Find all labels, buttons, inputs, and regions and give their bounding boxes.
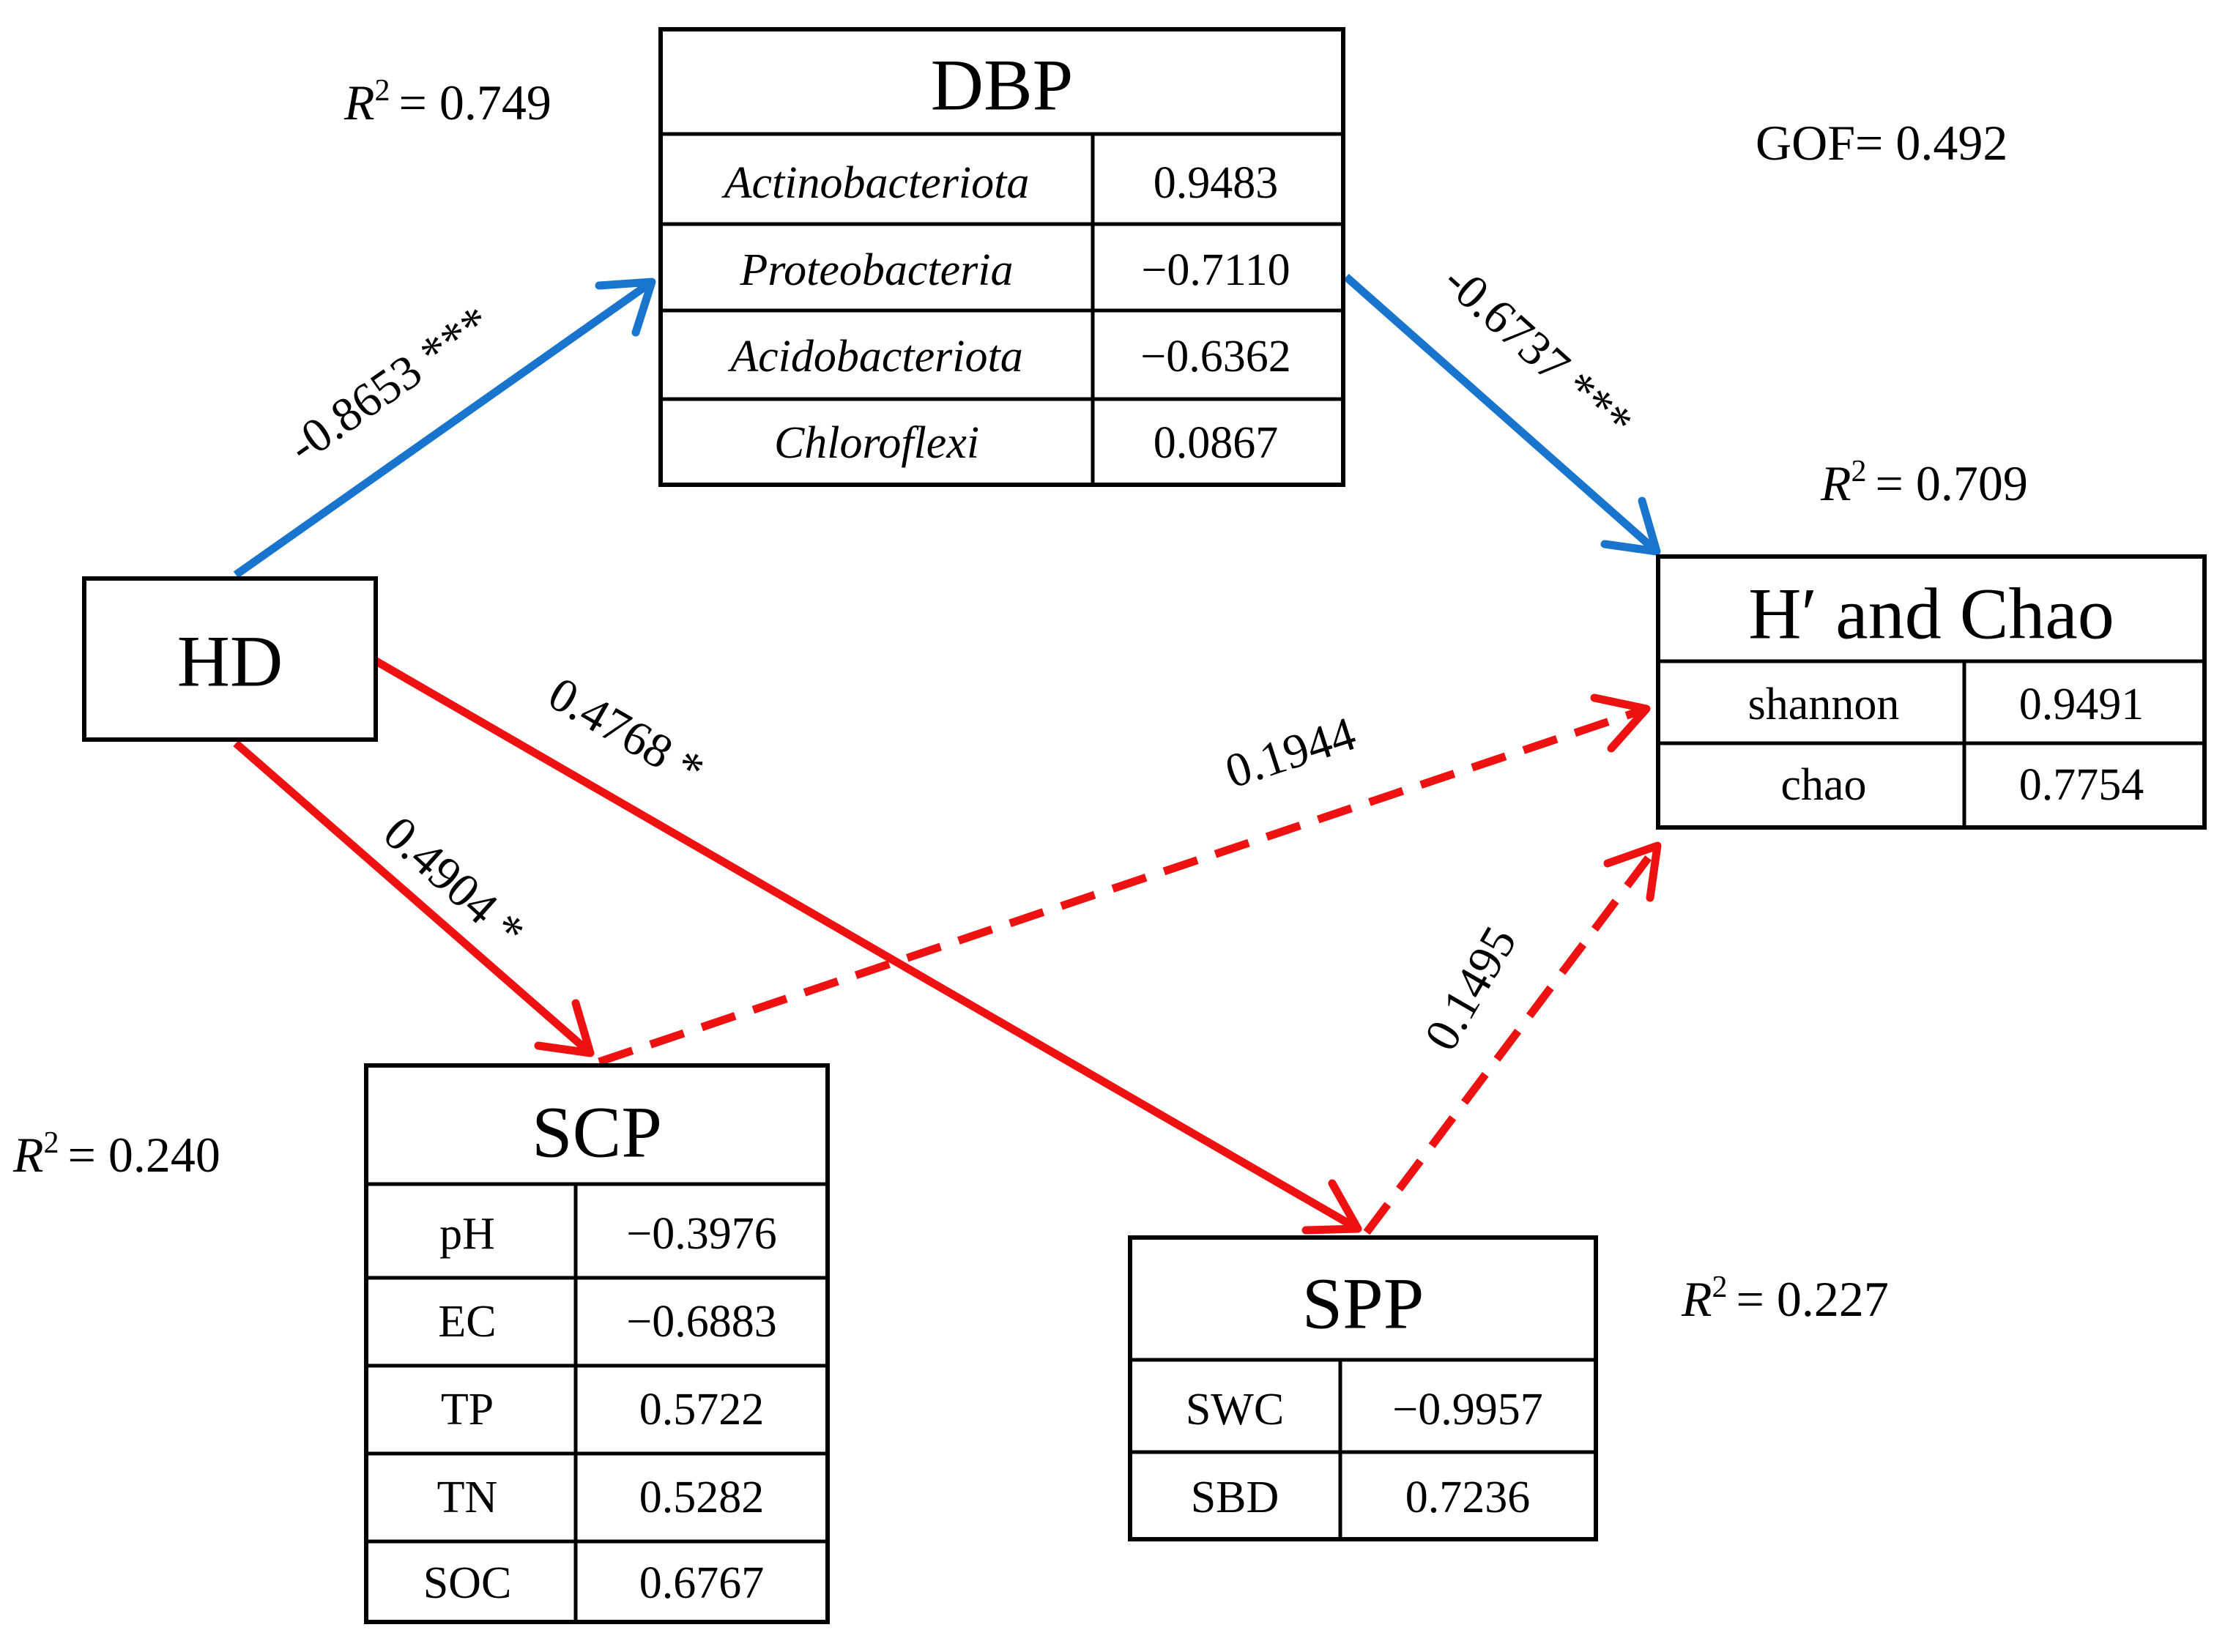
r2-superscript: 2 xyxy=(375,74,390,108)
indicator-loading: 0.5282 xyxy=(639,1473,765,1522)
path-label-hd-dbp: -0.8653 *** xyxy=(278,296,500,474)
r2-symbol: R xyxy=(1681,1271,1712,1327)
r2-label-scp: R2 = 0.240 xyxy=(12,1126,220,1183)
node-title-hchao: H′ and Chao xyxy=(1748,573,2114,655)
indicator-name: chao xyxy=(1780,760,1866,810)
node-hd: HD xyxy=(82,576,378,742)
node-title-hd: HD xyxy=(177,621,283,702)
path-hd-spp xyxy=(373,657,1362,1235)
r2-superscript: 2 xyxy=(44,1126,59,1160)
indicator-loading: 0.9483 xyxy=(1154,158,1279,208)
gof-label: GOF= 0.492 xyxy=(1756,115,2007,171)
r2-label-spp: R2= 0.227 xyxy=(1681,1270,1889,1327)
path-label-hd-spp: 0.4768 * xyxy=(540,667,713,798)
indicator-loading: −0.9957 xyxy=(1392,1385,1542,1435)
r2-superscript: 2 xyxy=(1851,455,1867,488)
indicator-loading: 0.7236 xyxy=(1405,1473,1531,1522)
arrowhead-hd-scp xyxy=(534,999,595,1057)
arrowhead-spp-hchao xyxy=(1603,841,1662,902)
indicator-name: SWC xyxy=(1186,1385,1284,1435)
path-dbp-hchao xyxy=(1343,273,1661,556)
r2-symbol: R xyxy=(1820,455,1851,511)
arrow-line-hd-spp xyxy=(373,657,1360,1232)
indicator-loading: 0.5722 xyxy=(639,1385,765,1435)
node-spp: SPP SWC −0.9957 SBD 0.7236 xyxy=(1128,1235,1598,1541)
path-scp-hchao xyxy=(598,693,1651,1066)
node-dbp: DBP Actinobacteriota 0.9483 Proteobacter… xyxy=(658,27,1345,487)
r2-symbol: R xyxy=(343,75,375,130)
path-hd-dbp xyxy=(233,278,656,578)
indicator-name: Actinobacteriota xyxy=(721,158,1030,208)
node-hchao-border xyxy=(1656,554,2207,830)
indicator-loading: −0.6883 xyxy=(626,1297,776,1347)
indicator-name: TP xyxy=(441,1385,494,1435)
arrowhead-scp-hchao xyxy=(1590,693,1651,753)
indicator-name: EC xyxy=(438,1297,496,1347)
indicator-name: pH xyxy=(439,1209,495,1259)
r2-symbol: R xyxy=(12,1127,44,1183)
r2-value: = 0.709 xyxy=(1876,455,2028,511)
path-spp-hchao xyxy=(1363,841,1662,1235)
node-title-spp: SPP xyxy=(1302,1263,1424,1344)
indicator-name: SBD xyxy=(1191,1473,1279,1522)
r2-label-dbp: R2 = 0.749 xyxy=(343,74,551,130)
r2-superscript: 2 xyxy=(1712,1270,1728,1304)
arrow-line-dbp-hchao xyxy=(1343,273,1660,555)
arrow-line-scp-hchao xyxy=(598,704,1648,1066)
indicator-loading: −0.7110 xyxy=(1141,245,1290,295)
indicator-name: Acidobacteriota xyxy=(727,332,1022,382)
indicator-loading: 0.6767 xyxy=(639,1558,765,1608)
node-dbp-border xyxy=(658,27,1345,487)
path-label-scp-hchao: 0.1944 xyxy=(1219,707,1362,799)
indicator-loading: 0.0867 xyxy=(1154,418,1279,468)
r2-label-hchao: R2 = 0.709 xyxy=(1820,455,2028,511)
indicator-name: Proteobacteria xyxy=(739,245,1013,295)
r2-value: = 0.240 xyxy=(68,1127,220,1183)
node-scp: SCP pH −0.3976 EC −0.6883 TP 0.5722 TN 0… xyxy=(364,1063,830,1624)
node-hchao: H′ and Chao shannon 0.9491 chao 0.7754 xyxy=(1656,554,2207,830)
r2-value: = 0.749 xyxy=(399,75,551,130)
indicator-name: SOC xyxy=(423,1558,512,1608)
indicator-loading: 0.7754 xyxy=(2019,760,2144,810)
node-spp-border xyxy=(1128,1235,1598,1541)
indicator-name: Chloroflexi xyxy=(774,418,979,468)
indicator-loading: 0.9491 xyxy=(2019,680,2144,729)
indicator-loading: −0.3976 xyxy=(626,1209,776,1259)
node-hd-border xyxy=(82,576,378,742)
path-label-dbp-hchao: -0.6737 *** xyxy=(1433,253,1643,450)
arrowhead-dbp-hchao xyxy=(1600,496,1661,556)
node-scp-border xyxy=(364,1063,830,1624)
indicator-name: shannon xyxy=(1748,680,1900,729)
arrow-line-hd-dbp xyxy=(233,278,655,578)
r2-value: = 0.227 xyxy=(1736,1271,1889,1327)
arrow-line-spp-hchao xyxy=(1363,843,1661,1235)
indicator-loading: −0.6362 xyxy=(1140,332,1290,382)
arrow-line-hd-scp xyxy=(233,740,593,1057)
arrowhead-hd-dbp xyxy=(595,278,656,337)
path-hd-scp xyxy=(233,740,595,1057)
node-title-dbp: DBP xyxy=(931,45,1074,126)
node-title-scp: SCP xyxy=(532,1092,662,1173)
arrowhead-hd-spp xyxy=(1301,1179,1362,1235)
indicator-name: TN xyxy=(437,1473,498,1522)
